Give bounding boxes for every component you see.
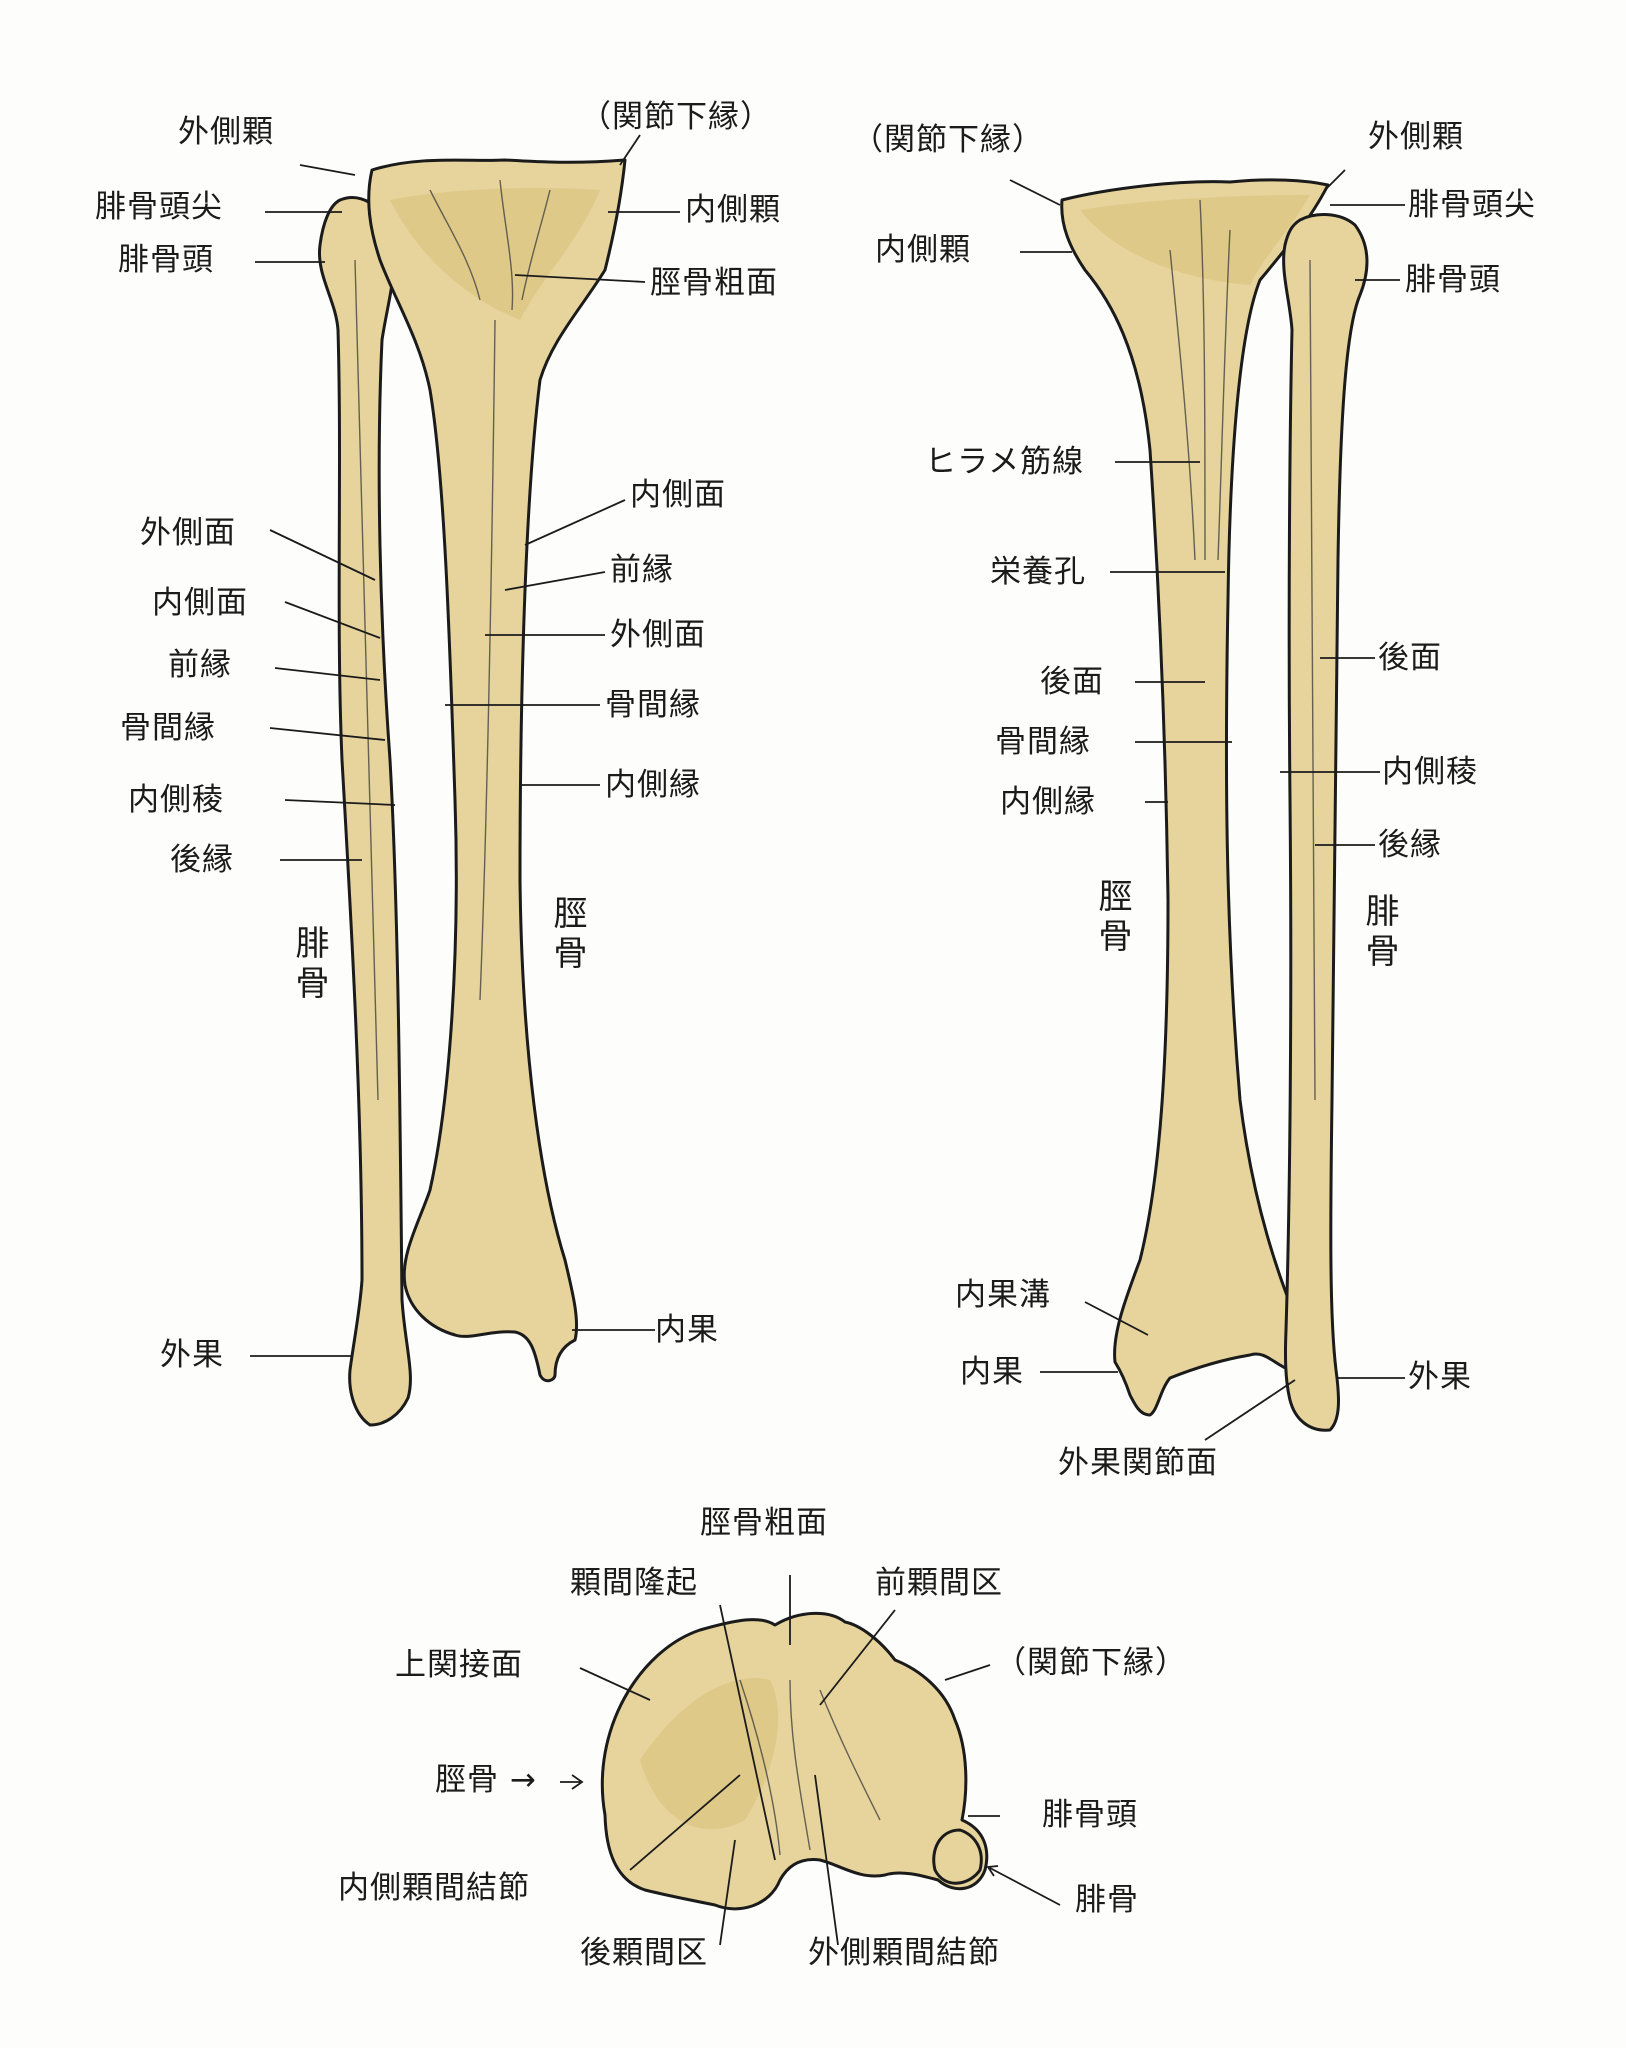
posterior-tibia [1060,178,1330,1417]
ant-medial-malleolus-label: 内果 [655,1312,719,1348]
sup-anterior-intercondylar-area-label: 前顆間区 [875,1565,1003,1601]
ant-apex-fibular-head-label: 腓骨頭尖 [95,189,223,225]
sup-fibular-head-label: 腓骨頭 [1042,1797,1138,1833]
superior-fibular-head [932,1828,983,1885]
post-fibula-posterior-border-label: 後縁 [1378,827,1442,863]
post-lateral-malleolar-facet-label: 外果関節面 [1058,1445,1218,1481]
ant-tibial-tuberosity-label: 脛骨粗面 [650,265,778,301]
post-fibula-name-label: 腓骨 [1359,893,1399,973]
posterior-view [1009,169,1405,1441]
ant-medial-condyle-label: 内側顆 [685,192,781,228]
post-medial-malleolus-label: 内果 [960,1354,1024,1390]
anterior-view [250,134,680,1427]
post-medial-condyle-label: 内側顆 [875,232,971,268]
ant-lateral-malleolus-label: 外果 [160,1337,224,1373]
ant-lateral-condyle-label: 外側顆 [178,114,274,150]
post-tibia-name-label: 脛骨 [1092,878,1132,958]
ant-tibia-medial-surface-label: 内側面 [630,477,726,513]
post-fibula-medial-crest-label: 内側稜 [1382,754,1478,790]
ant-tibia-lateral-surface-label: 外側面 [610,617,706,653]
ant-fibula-medial-crest-label: 内側稜 [128,782,224,818]
sup-fibula-label: 腓骨 [1075,1882,1139,1918]
post-infraglenoid-margin-label: （関節下縁） [852,122,1044,158]
ant-fibula-medial-surface-label: 内側面 [152,585,248,621]
ant-fibular-head-label: 腓骨頭 [118,242,214,278]
superior-view [560,1575,1061,1946]
post-nutrient-foramen-label: 栄養孔 [990,554,1086,590]
ant-infraglenoid-margin-label: （関節下縁） [580,99,772,135]
sup-tibia-label: 脛骨 → [435,1762,537,1798]
sup-intercondylar-eminence-label: 顆間隆起 [570,1565,698,1601]
ant-fibula-lateral-surface-label: 外側面 [140,515,236,551]
post-fibula-posterior-surface-label: 後面 [1378,640,1442,676]
ant-fibula-posterior-border-label: 後縁 [170,842,234,878]
post-apex-fibular-head-label: 腓骨頭尖 [1408,187,1536,223]
ant-tibia-interosseous-border-label: 骨間縁 [605,687,701,723]
sup-tibial-tuberosity-label: 脛骨粗面 [700,1505,828,1541]
posterior-fibula [1282,213,1369,1432]
ant-fibula-anterior-border-label: 前縁 [168,647,232,683]
ant-fibula-name-label: 腓骨 [289,925,329,1005]
sup-posterior-intercondylar-area-label: 後顆間区 [580,1935,708,1971]
sup-superior-articular-surface-label: 上関接面 [395,1647,523,1683]
ant-tibia-anterior-border-label: 前縁 [610,552,674,588]
post-tibia-interosseous-border-label: 骨間縁 [995,724,1091,760]
post-lateral-malleolus-label: 外果 [1408,1359,1472,1395]
sup-infraglenoid-margin-label: （関節下縁） [995,1645,1187,1681]
sup-lateral-intercondylar-tubercle-label: 外側顆間結節 [808,1935,1000,1971]
post-fibular-head-label: 腓骨頭 [1405,262,1501,298]
ant-fibula-interosseous-border-label: 骨間縁 [120,710,216,746]
anterior-fibula [317,196,412,1427]
post-malleolar-groove-label: 内果溝 [955,1277,1051,1313]
sup-medial-intercondylar-tubercle-label: 内側顆間結節 [338,1870,530,1906]
ant-tibia-name-label: 脛骨 [547,895,587,975]
post-soleal-line-label: ヒラメ筋線 [925,444,1085,480]
post-lateral-condyle-label: 外側顆 [1368,119,1464,155]
anterior-tibia [367,158,627,1383]
ant-tibia-medial-border-label: 内側縁 [605,767,701,803]
post-tibia-medial-border-label: 内側縁 [1000,784,1096,820]
post-tibia-posterior-surface-label: 後面 [1040,664,1104,700]
superior-tibia-plateau [600,1611,989,1911]
